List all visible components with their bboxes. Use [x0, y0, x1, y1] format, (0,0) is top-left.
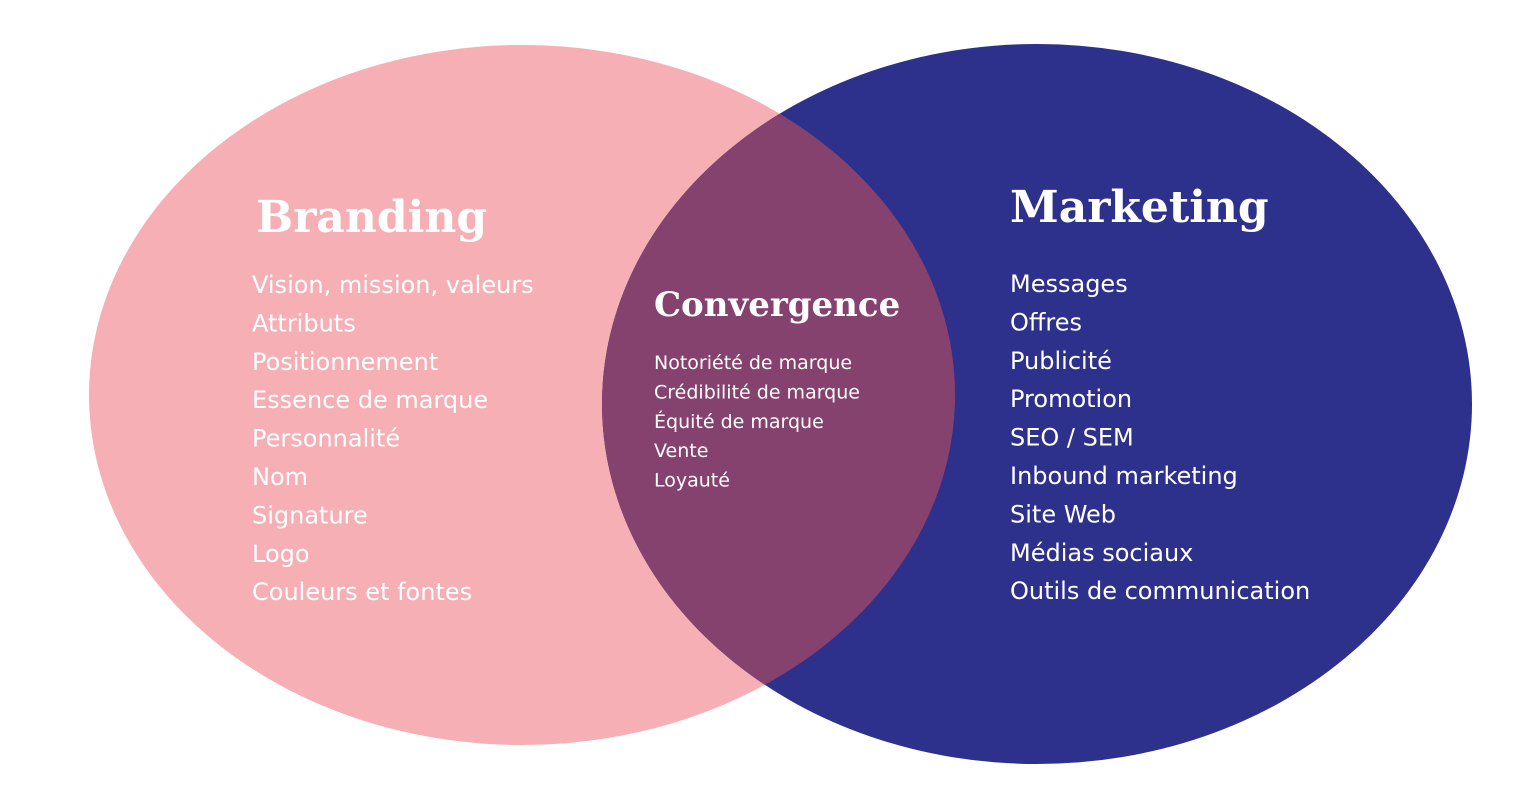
marketing-item: SEO / SEM — [1010, 424, 1134, 452]
branding-item: Nom — [252, 463, 308, 491]
marketing-item: Offres — [1010, 308, 1082, 336]
branding-item: Couleurs et fontes — [252, 578, 472, 606]
marketing-item: Inbound marketing — [1010, 462, 1238, 490]
convergence-title: Convergence — [654, 285, 900, 325]
marketing-item: Outils de communication — [1010, 577, 1310, 605]
marketing-item: Site Web — [1010, 500, 1116, 528]
branding-item: Attributs — [252, 309, 356, 337]
branding-item: Positionnement — [252, 348, 438, 376]
branding-item: Signature — [252, 501, 368, 529]
branding-title: Branding — [256, 192, 487, 243]
branding-item: Essence de marque — [252, 386, 488, 414]
convergence-item: Vente — [654, 440, 708, 462]
convergence-item: Équité de marque — [654, 410, 824, 433]
marketing-item: Médias sociaux — [1010, 539, 1193, 567]
branding-item: Logo — [252, 540, 310, 568]
marketing-title: Marketing — [1010, 182, 1269, 233]
marketing-item: Messages — [1010, 270, 1128, 298]
branding-item: Vision, mission, valeurs — [252, 271, 534, 299]
convergence-item: Notoriété de marque — [654, 352, 852, 374]
branding-item: Personnalité — [252, 425, 400, 453]
convergence-item: Crédibilité de marque — [654, 381, 860, 403]
convergence-overlap — [602, 45, 955, 745]
marketing-item: Publicité — [1010, 347, 1112, 375]
branding-list: Vision, mission, valeursAttributsPositio… — [252, 271, 534, 606]
convergence-item: Loyauté — [654, 470, 730, 492]
marketing-item: Promotion — [1010, 385, 1132, 413]
